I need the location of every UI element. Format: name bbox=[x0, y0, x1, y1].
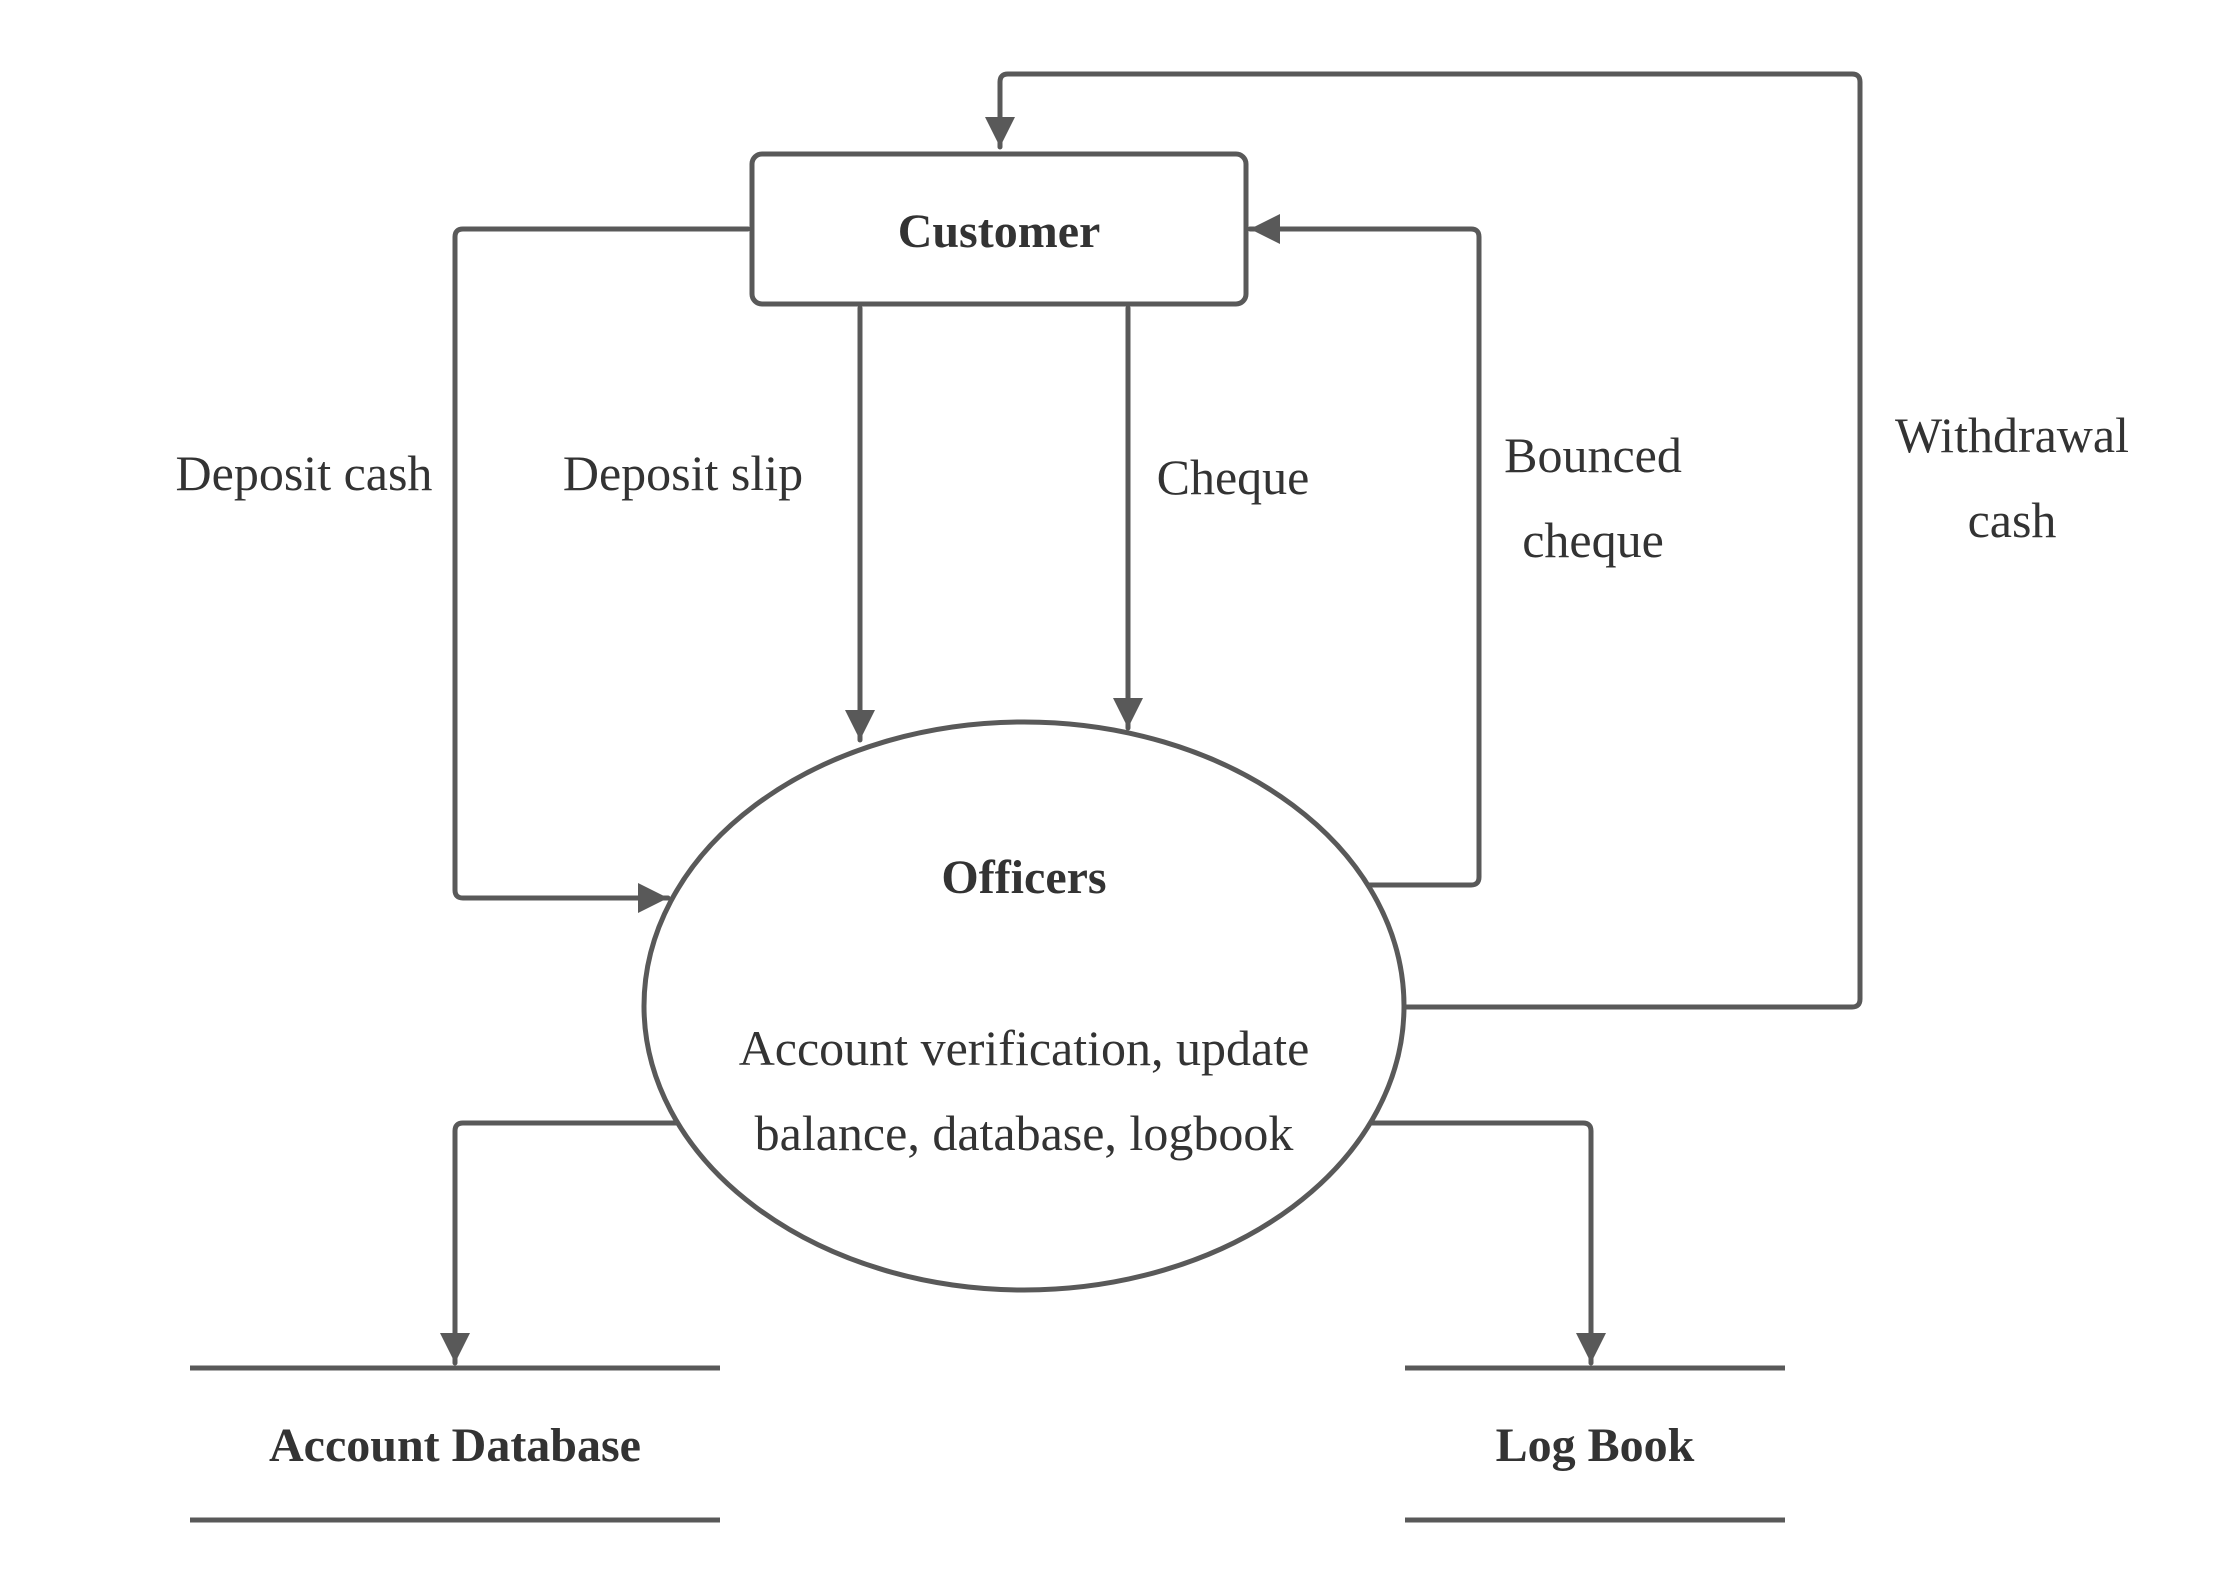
officers-description-line1: Account verification, update bbox=[739, 1020, 1310, 1076]
customer-label: Customer bbox=[898, 205, 1101, 258]
cheque-label: Cheque bbox=[1157, 449, 1310, 505]
bounced-cheque-label-line1: Bounced bbox=[1504, 427, 1682, 483]
account-database-store: Account Database bbox=[190, 1365, 720, 1523]
withdrawal-cash-flow bbox=[985, 71, 1863, 1010]
log-book-flow bbox=[1365, 1120, 1606, 1366]
deposit-cash-label: Deposit cash bbox=[176, 445, 433, 501]
bounced-cheque-flow bbox=[1247, 214, 1482, 888]
withdrawal-cash-label-line2: cash bbox=[1968, 492, 2057, 548]
officers-ellipse bbox=[641, 719, 1407, 1293]
officers-description-line2: balance, database, logbook bbox=[755, 1105, 1294, 1161]
officers-process: Officers Account verification, update ba… bbox=[641, 719, 1407, 1293]
bounced-cheque-label-line2: cheque bbox=[1522, 512, 1664, 568]
deposit-cash-flow bbox=[452, 226, 751, 913]
log-book-store: Log Book bbox=[1405, 1365, 1785, 1523]
customer-entity: Customer bbox=[749, 151, 1249, 307]
log-book-label: Log Book bbox=[1496, 1419, 1695, 1472]
customer-box bbox=[749, 151, 1249, 307]
officers-label: Officers bbox=[941, 851, 1106, 904]
account-database-label: Account Database bbox=[269, 1419, 641, 1472]
deposit-slip-label: Deposit slip bbox=[563, 445, 803, 501]
withdrawal-cash-label-line1: Withdrawal bbox=[1895, 407, 2129, 463]
account-database-flow bbox=[440, 1120, 679, 1366]
